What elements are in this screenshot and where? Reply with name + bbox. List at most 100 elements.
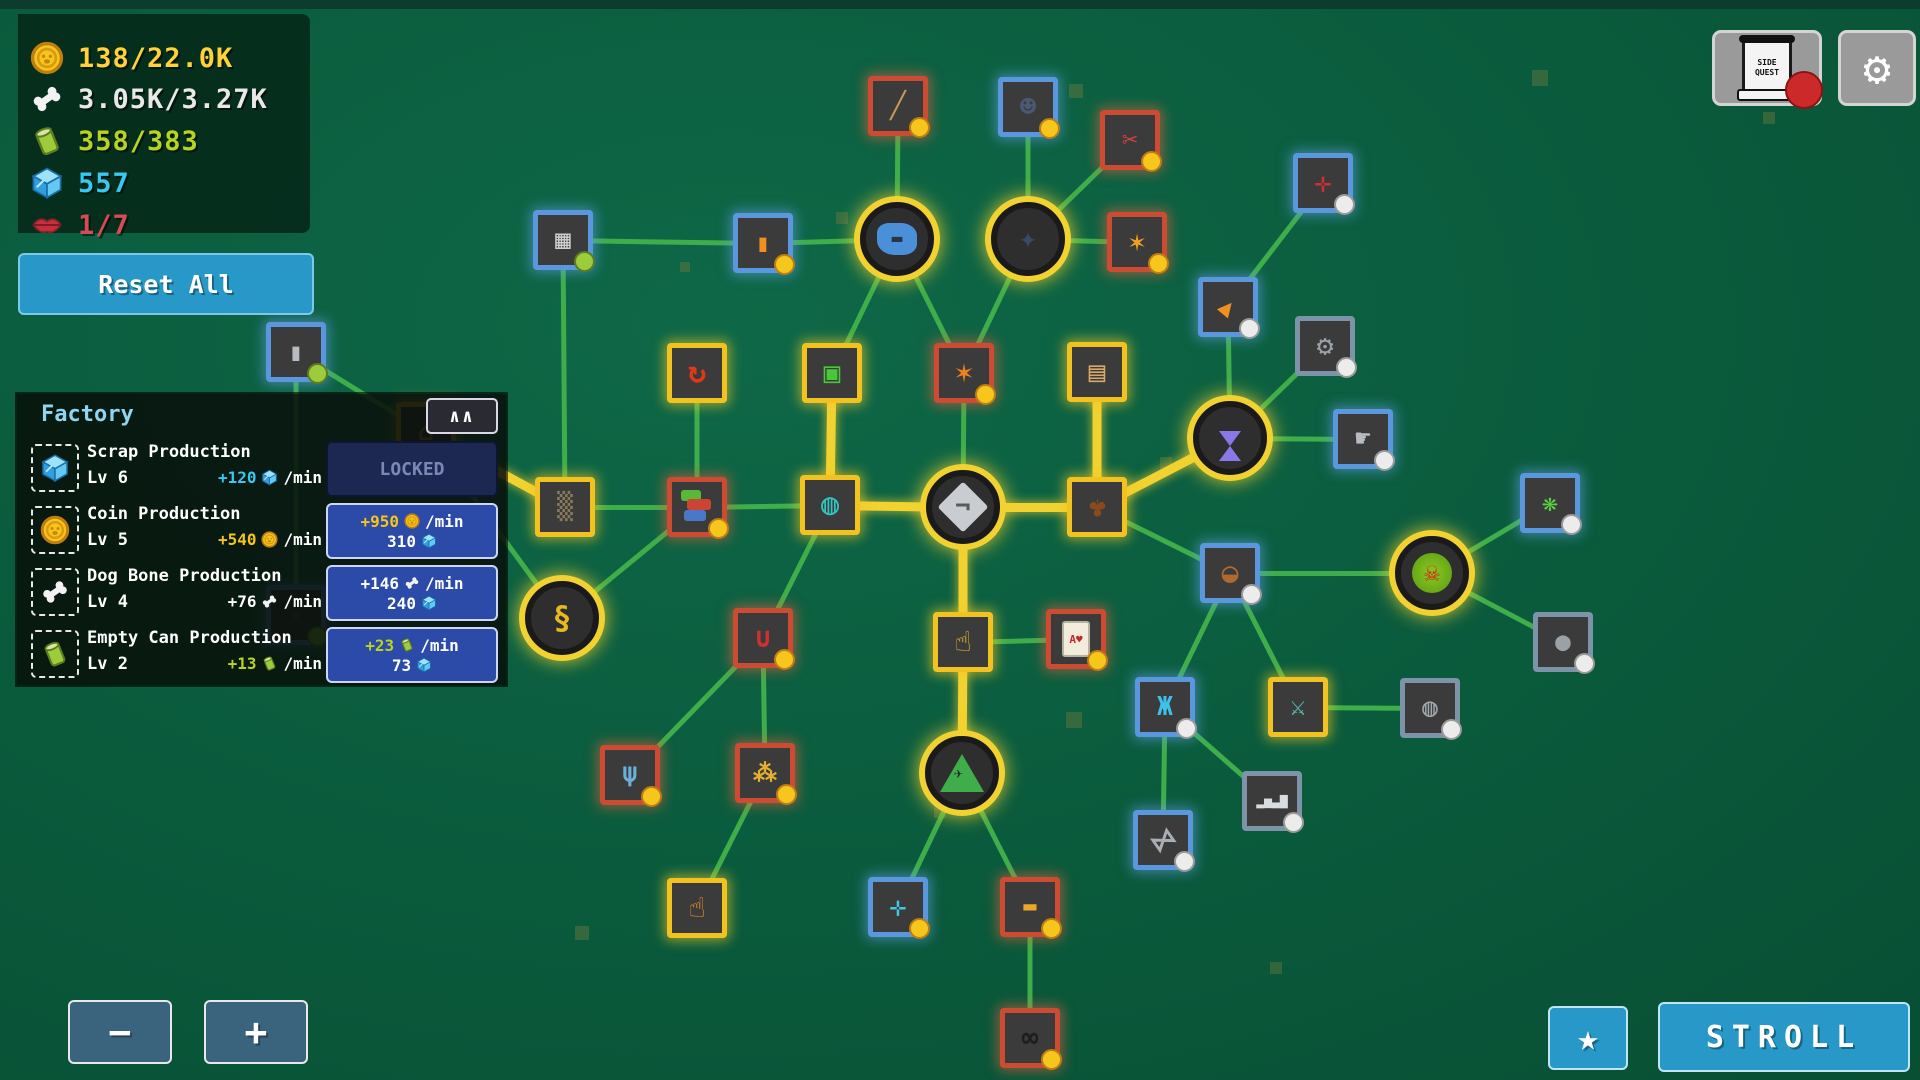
tree-edge-bowl-skull [1230,570,1432,576]
yarn-ball-node[interactable]: ◍ [800,475,860,535]
grey-hand-node[interactable]: ☛ [1333,409,1395,471]
revolver-cylinder-node[interactable]: ⚙ [1295,316,1357,378]
traffic-cars-node[interactable] [667,477,729,539]
grey-hand-icon: ☛ [1355,424,1371,454]
explosion-icon: ✶ [954,355,974,390]
gold-nuggets-node[interactable]: ⁂ [735,743,797,805]
production-rate: +13/min [227,654,322,673]
restart-power-icon: ↻ [687,355,707,390]
ace-card-node[interactable]: A♥ [1046,609,1108,671]
droplet-node[interactable]: ● [1533,612,1595,674]
resource-cans: 358/383 [30,124,199,158]
restart-power-node[interactable]: ↻ [667,343,727,403]
bone-badge [1374,450,1395,471]
favorite-star-button[interactable]: ★ [1548,1006,1628,1070]
red-crosshair-node[interactable]: ✛ [1293,153,1355,215]
boxcutter-node[interactable]: ✂ [1100,110,1162,172]
resource-bones-value: 3.05K/3.27K [78,83,268,115]
fishbone-node[interactable]: Ж [1135,677,1197,739]
fossil-disc-node[interactable]: ◍ [1400,678,1462,740]
yarn-ball-icon: ◍ [820,487,840,522]
boxcutter-icon: ✂ [1122,125,1138,155]
wrapped-fish-node[interactable]: ⋈ [1133,810,1195,872]
zoom-in-button[interactable]: + [204,1000,308,1064]
cyan-target-node[interactable]: ✛ [868,877,930,939]
dog-bowl-node[interactable]: ◒ [1200,543,1262,605]
utensils-node[interactable]: ⚔ [1268,677,1328,737]
tap-finger-node[interactable]: ☝ [933,612,993,672]
orange-palm-node[interactable]: ☝ [667,878,727,938]
red-crosshair-icon: ✛ [1314,166,1332,199]
magnet-node[interactable]: ∪ [733,608,795,670]
background-speck [1066,712,1082,728]
skull-icon: ☠ [1424,558,1440,588]
coin-badge [1087,650,1108,671]
park-triangle-icon: ✈ [954,764,964,782]
production-name: Coin Production [87,504,241,524]
collapse-panel-button[interactable]: ∧∧ [426,398,498,434]
coin-icon [404,513,420,529]
ninja-node[interactable]: ☻ [998,77,1060,139]
ammo-node[interactable]: ▬ [1000,877,1062,939]
parchment-icon: ▤ [1088,355,1106,388]
barrel-node[interactable]: ▮ [266,322,328,384]
bone-badge [1176,718,1197,739]
firework-icon: ❋ [1542,488,1558,518]
side-quest-button[interactable]: SIDE QUEST [1712,30,1823,109]
paw-node[interactable]: ♣ [1067,477,1127,537]
binoculars-node[interactable]: ∞ [1000,1008,1062,1070]
stroll-button[interactable]: STROLL [1658,1002,1910,1072]
upgrade-button-locked[interactable]: LOCKED [326,441,498,497]
rocket-bullet-node[interactable]: ▲ [1198,277,1260,339]
can-icon [263,655,277,672]
resource-kisses: 1/7 [30,208,130,242]
park-triangle-hub[interactable]: ✈ [925,736,999,810]
coin-badge [708,518,729,539]
diamond-plate: ¬ [937,481,989,533]
vending-machine-icon: ▣ [823,356,841,389]
gold-nuggets-icon: ⁂ [753,759,777,787]
background-speck [680,262,690,272]
hourglass-hub[interactable] [1193,401,1267,475]
zoom-out-button[interactable]: − [68,1000,172,1064]
skull-hub[interactable]: ☠ [1395,536,1469,610]
dog-bowl-icon: ◒ [1221,556,1239,589]
parchment-node[interactable]: ▤ [1067,342,1127,402]
vending-machine-node[interactable]: ▣ [802,343,862,403]
pistol-center-hub[interactable]: ¬ [926,470,1000,544]
shotgun-hub[interactable]: ▬ [860,202,934,276]
coin-product-icon [31,506,79,554]
coin-badge [975,384,996,405]
explosion-node[interactable]: ✶ [934,343,996,405]
coin-badge [1039,118,1060,139]
stats-chart-node[interactable]: ▂▅▃▇ [1242,771,1304,833]
production-level: Lv 4 [87,592,128,612]
shuriken-hub[interactable]: ✦ [991,202,1065,276]
utensils-icon: ⚔ [1290,692,1306,722]
barrel-icon: ▮ [288,338,304,366]
firework-node[interactable]: ❋ [1520,473,1582,535]
coin-badge [909,117,930,138]
spring-toy-hub[interactable]: § [525,581,599,655]
alert-burst-node[interactable]: ✶ [1107,212,1169,274]
club-bat-node[interactable]: ╱ [868,76,930,138]
production-level: Lv 6 [87,468,128,488]
coin-badge [1148,253,1169,274]
claw-machine-node[interactable]: ⋔ [600,745,662,807]
bullet-node[interactable]: ▮ [733,213,795,275]
resource-scrap: 557 [30,166,130,200]
reset-all-button[interactable]: Reset All [18,253,314,315]
spring-toy-icon: § [552,599,572,637]
garbage-truck-node[interactable]: ▦ [533,210,595,272]
rocket-bullet-icon: ▲ [1213,291,1243,323]
scrap-product-icon [31,444,79,492]
settings-button[interactable]: ⚙ [1838,30,1916,106]
junk-pile-node[interactable]: ▒ [535,477,595,537]
